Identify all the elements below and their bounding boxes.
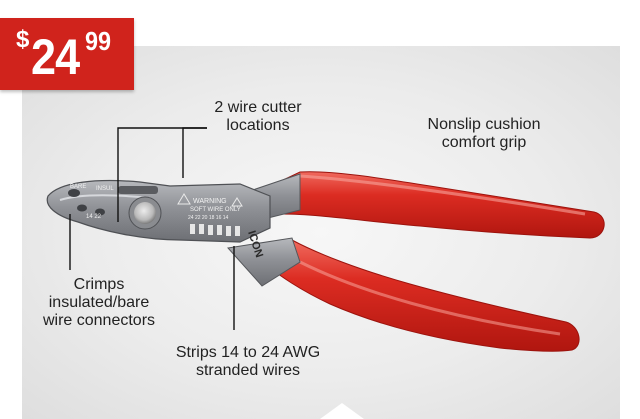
strip-holes (190, 224, 240, 236)
lower-handle-steel (227, 237, 301, 287)
callout-crimps-line3: wire connectors (42, 312, 156, 329)
pivot-bolt-face (134, 202, 156, 224)
cutter-leader-line-2 (182, 127, 207, 178)
callout-crimps: Crimps insulated/bare wire connectors (34, 276, 164, 330)
crimp-notch (68, 189, 80, 197)
callout-grip: Nonslip cushion comfort grip (420, 116, 548, 152)
price-dollars: 24 (31, 29, 80, 85)
cutter-leader-line (117, 127, 207, 222)
cutter-slot (118, 186, 158, 194)
lower-handle (261, 239, 580, 352)
pliers-head (46, 179, 271, 243)
marking-soft-wire: SOFT WIRE ONLY (190, 207, 241, 213)
callout-lines (69, 127, 235, 330)
callout-cutter-line1: 2 wire cutter (214, 99, 302, 116)
panel-notch (320, 403, 364, 419)
callout-cutter-line2: locations (226, 117, 290, 134)
marking-bare: BARE (70, 184, 86, 190)
crimp-notch (77, 204, 87, 212)
upper-handle (261, 171, 605, 239)
price-cents: 99 (85, 26, 112, 56)
price-currency: $ (16, 26, 30, 53)
marking-warning: WARNING (193, 198, 227, 205)
marking-gauges: 24 22 20 18 16 14 (188, 215, 229, 221)
crimp-notch (95, 208, 105, 216)
callout-crimps-line2: insulated/bare (48, 294, 150, 311)
callout-strips-line2: stranded wires (195, 362, 301, 379)
callout-cutter: 2 wire cutter locations (198, 99, 318, 135)
marking-jaw-gauge: 14 22 (86, 214, 102, 220)
callout-strips-line1: Strips 14 to 24 AWG (175, 344, 321, 361)
callout-crimps-line1: Crimps (73, 276, 125, 293)
warning-icon (177, 193, 191, 205)
callout-grip-line1: Nonslip cushion (427, 116, 541, 133)
marking-insul: INSUL (96, 186, 114, 192)
callout-strips: Strips 14 to 24 AWG stranded wires (168, 344, 328, 380)
price-badge: $ 24 99 (0, 18, 134, 90)
callout-grip-line2: comfort grip (441, 134, 527, 151)
warning-icon (231, 197, 243, 207)
